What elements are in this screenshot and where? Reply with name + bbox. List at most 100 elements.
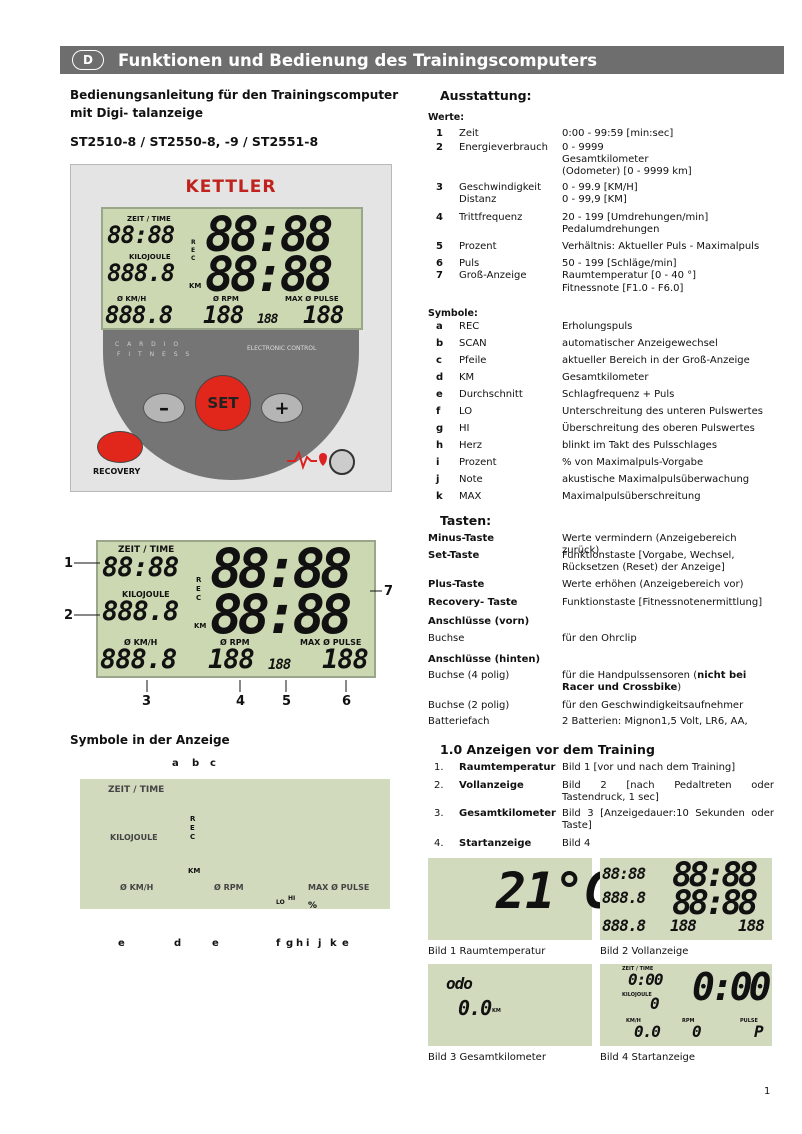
recovery-label: RECOVERY <box>93 467 141 476</box>
lcd-label-km: KM <box>189 282 202 290</box>
werte-number: 7 <box>436 270 443 281</box>
anzeigen-value: Bild 1 [vor und nach dem Training] <box>562 762 736 773</box>
werte-value: (Odometer) [0 - 9999 km] <box>562 166 692 177</box>
symbole-label: Symbole: <box>428 308 478 319</box>
symbole-letter: h <box>436 440 444 451</box>
plus-button[interactable]: + <box>261 393 303 423</box>
heart-pulse-icon <box>287 450 327 471</box>
sym-label-pulse: MAX Ø PULSE <box>308 883 370 892</box>
lcd-label-time: ZEIT / TIME <box>118 545 175 555</box>
symbole-letter: e <box>436 389 443 400</box>
sym-percent-label: % <box>308 901 318 911</box>
werte-value: Fitnessnote [F1.0 - F6.0] <box>562 283 684 294</box>
lcd-rec-label: R E C <box>196 576 202 602</box>
werte-value: 20 - 199 [Umdrehungen/min] <box>562 212 709 223</box>
tasten-value: Funktionstaste [Vorgabe, Wechsel, Rückse… <box>562 550 735 573</box>
werte-key: Trittfrequenz <box>459 212 523 223</box>
symbol-letter: e <box>212 938 219 949</box>
symbole-key: MAX <box>459 491 482 502</box>
console-lcd: ZEIT / TIME 88:88 KILOJOULE 888.8 R E C … <box>101 207 363 330</box>
recovery-button[interactable] <box>97 431 143 463</box>
symbole-value: Schlagfrequenz + Puls <box>562 389 675 400</box>
symbole-value: blinkt im Takt des Pulsschlages <box>562 440 718 451</box>
symbole-value: Gesamtkilometer <box>562 372 649 383</box>
tasten-key: Buchse (2 polig) <box>428 700 510 711</box>
bild4-caption: Bild 4 Startanzeige <box>600 1052 696 1063</box>
werte-value: 0:00 - 99:59 [min:sec] <box>562 128 674 139</box>
symbol-letter: b <box>192 758 200 769</box>
anzeigen-key: Gesamtkilometer <box>459 808 556 819</box>
lcd-pulse-digits: 188 <box>303 301 344 329</box>
intro-heading: Bedienungsanleitung für den Trainingscom… <box>70 88 399 120</box>
werte-value: Verhältnis: Aktueller Puls - Maximalpuls <box>562 241 760 252</box>
lcd-label-kilojoule: KILOJOULE <box>129 253 171 261</box>
tasten-key: Plus-Taste <box>428 579 485 590</box>
ear-clip-socket[interactable] <box>329 449 355 475</box>
callout-3: 3 <box>142 694 152 709</box>
lcd-big-digits-top: 88:88 <box>210 540 353 600</box>
bild2-caption: Bild 2 Vollanzeige <box>600 946 689 957</box>
werte-value: Gesamtkilometer <box>562 154 649 165</box>
lcd-speed-digits: 888.8 <box>105 301 173 329</box>
symbol-letter: i <box>306 938 310 949</box>
werte-number: 5 <box>436 241 443 252</box>
bild4-rpm: 0 <box>692 1022 702 1041</box>
lcd-label-kilojoule: KILOJOULE <box>122 590 170 599</box>
minus-button[interactable]: – <box>143 393 185 423</box>
cardio-label: C A R D I O <box>115 341 182 348</box>
bild3-value: 0.0 <box>458 996 492 1020</box>
symbole-key: HI <box>459 423 470 434</box>
werte-number: 4 <box>436 212 443 223</box>
console-photo: KETTLER ZEIT / TIME 88:88 KILOJOULE 888.… <box>70 164 392 492</box>
bild3-unit: KM <box>492 1008 501 1014</box>
tasten-value: für die Handpulssensoren (nicht bei Race… <box>562 670 747 693</box>
symbole-value: % von Maximalpuls-Vorgabe <box>562 457 704 468</box>
electronic-control-label: ELECTRONIC CONTROL <box>247 345 317 352</box>
bild2-speed: 888.8 <box>602 916 646 935</box>
lcd-rpm-digits: 188 <box>203 301 244 329</box>
tasten-value: Werte vermindern (Anzeigebereich zurück) <box>562 533 737 556</box>
tasten-value: 2 Batterien: Mignon1,5 Volt, LR6, AA, <box>562 716 748 727</box>
sym-label-km: KM <box>188 867 201 875</box>
tasten-key: Minus-Taste <box>428 533 495 544</box>
symbole-letter: b <box>436 338 444 349</box>
anzeigen-key: Raumtemperatur <box>459 762 556 773</box>
sym-label-kmh: Ø KM/H <box>120 883 154 892</box>
symbole-value: Maximalpulsüberschreitung <box>562 491 701 502</box>
anzeigen-value: Bild 4 <box>562 838 591 849</box>
tasten-value: für den Geschwindigkeitsaufnehmer <box>562 700 744 711</box>
werte-value: Raumtemperatur [0 - 40 °] <box>562 270 697 281</box>
lcd-pulse-digits: 188 <box>322 644 369 675</box>
werte-key: Puls <box>459 258 480 269</box>
bild4-pulse: P <box>754 1022 764 1041</box>
lcd-percent-digits: 188 <box>257 312 279 327</box>
lcd-big-digits-top: 88:88 <box>205 207 333 263</box>
bild3-odo: odo <box>446 974 473 993</box>
lcd-rec-label: R E C <box>191 239 196 262</box>
tasten-value: Funktionstaste [Fitnessnotenermittlung] <box>562 597 763 608</box>
symbole-letter: k <box>436 491 443 502</box>
bild4-energy: 0 <box>650 994 660 1013</box>
symbole-key: KM <box>459 372 475 383</box>
symbole-key: Herz <box>459 440 483 451</box>
anzeigen-number: 2. <box>434 780 444 791</box>
symbole-key: Prozent <box>459 457 497 468</box>
tasten-key: Set-Taste <box>428 550 480 561</box>
set-button[interactable]: SET <box>195 375 251 431</box>
tasten-key: Anschlüsse (hinten) <box>428 654 541 665</box>
sym-hi-label: HI <box>288 895 296 902</box>
anzeigen-key: Vollanzeige <box>459 780 524 791</box>
language-badge: D <box>72 50 104 70</box>
bild1-caption: Bild 1 Raumtemperatur <box>428 946 546 957</box>
bild2-time: 88:88 <box>602 864 646 883</box>
model-numbers: ST2510-8 / ST2550-8, -9 / ST2551-8 <box>70 134 319 149</box>
lcd-energy-digits: 888.8 <box>107 259 175 287</box>
lcd-energy-digits: 888.8 <box>102 596 179 627</box>
tasten-value-bold: nicht bei Racer und Crossbike <box>562 670 747 693</box>
werte-value: Pedalumdrehungen <box>562 224 660 235</box>
bild2-big-top: 88:88 <box>672 855 758 895</box>
lcd-big-digits-bottom: 88:88 <box>210 583 353 646</box>
bild4-label-time: ZEIT / TIME <box>622 966 654 972</box>
tasten-key: Buchse <box>428 633 465 644</box>
